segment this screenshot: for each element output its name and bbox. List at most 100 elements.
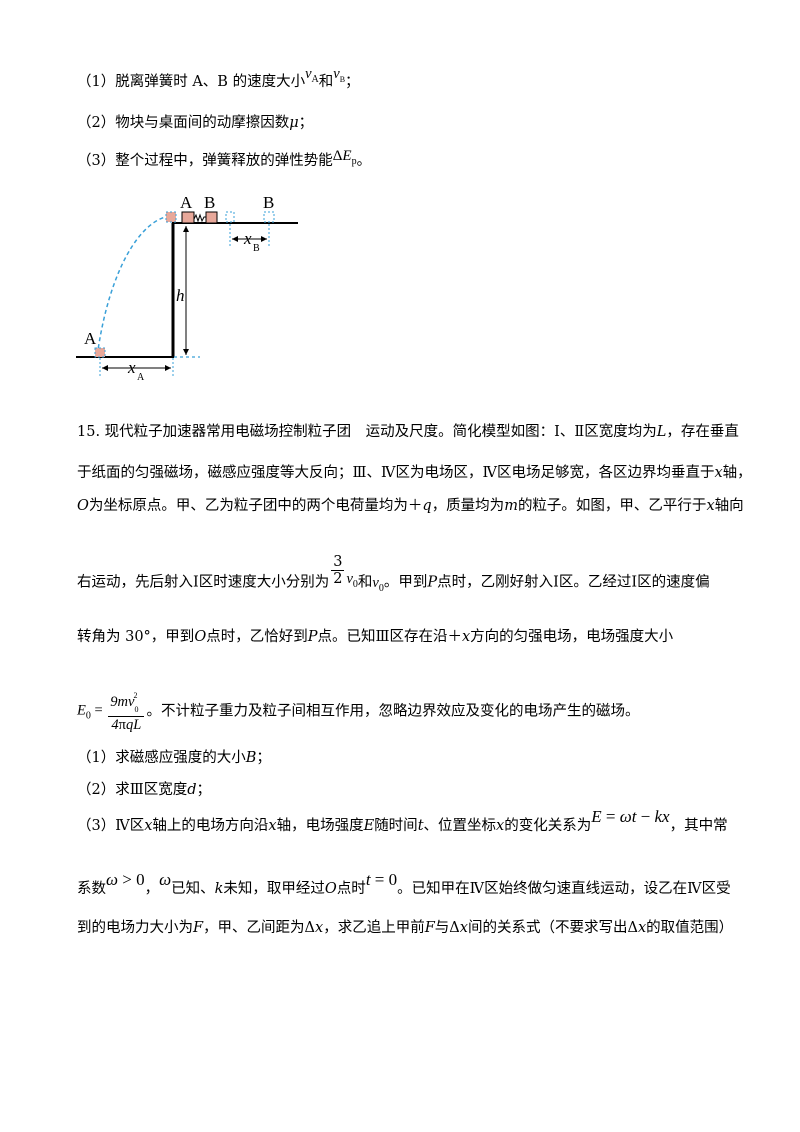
q15-line1-end: ，存在垂直 (666, 424, 739, 440)
q15-sub2: （2）求Ⅲ区宽度d； (77, 780, 211, 800)
label-A-top: A (180, 193, 193, 212)
q15-sub3-b: 轴，电场强度 (276, 818, 364, 834)
t-symbol: t (417, 818, 424, 834)
q15-sub5-e: 的取值范围） (646, 920, 734, 936)
block-A-initial-dashed (165, 211, 177, 223)
q15-sub4-mid: 已知、 (171, 881, 215, 897)
q15-sub5-c: 与Δ (434, 920, 460, 936)
P-symbol: P (427, 574, 438, 591)
q15-line5-mid: 点时，乙恰好到 (206, 629, 308, 645)
q15-sub5-a: ，甲、乙间距为Δ (203, 920, 316, 936)
q15-line5-tail: 方向的匀强电场，电场强度大小 (470, 629, 674, 645)
q15-line3-text: 为坐标原点。甲、乙为粒子团中的两个电荷量均为＋ (88, 498, 423, 514)
F-symbol: F (424, 920, 435, 936)
q-symbol: q (422, 498, 432, 514)
t-equals-zero: t = 0 (365, 870, 398, 889)
v0-symbol: v0 (346, 570, 358, 590)
fraction-numerator: 3 (331, 554, 345, 571)
q14-part1-and: 和 (318, 74, 334, 90)
vB-symbol: vB (333, 66, 346, 84)
m-symbol: m (504, 498, 518, 514)
trajectory-curve (97, 215, 171, 351)
E0-numerator: 9mv02 (108, 690, 145, 717)
label-xB-sub: B (253, 243, 260, 254)
q15-sub5-text: 到的电场力大小为 (77, 920, 193, 936)
q15-sub4-text: 系数 (77, 881, 106, 897)
label-xB: x (243, 229, 252, 248)
q15-sub4-b: 未知，取甲经过 (223, 881, 325, 897)
xA-arrow-right-head (165, 365, 171, 371)
O-symbol: O (194, 629, 207, 645)
fraction-denominator: 2 (333, 571, 343, 587)
q14-part1: （1）脱离弹簧时 A、B 的速度大小vA和vB； (77, 66, 360, 98)
x-symbol: x (496, 818, 505, 834)
label-xA: x (127, 358, 136, 377)
q15-sub3: （3）Ⅳ区x轴上的电场方向沿x轴，电场强度E随时间t、位置坐标x的变化关系为E … (77, 807, 728, 836)
label-A-bottom: A (84, 329, 97, 348)
q15-sub4-c: 点时 (336, 881, 366, 897)
E-symbol: E (363, 818, 375, 834)
q15-line4-and: 和 (357, 574, 373, 591)
spring (193, 213, 206, 223)
d-symbol: d (187, 782, 197, 798)
block-B-final-dashed (263, 211, 275, 223)
mu-symbol: μ (289, 115, 299, 131)
q15-line3: O为坐标原点。甲、乙为粒子团中的两个电荷量均为＋q，质量均为m的粒子。如图，甲、… (77, 496, 744, 516)
q14-part1-end: ； (345, 74, 360, 90)
omega-gt-zero: ω > 0 (106, 870, 145, 889)
x-symbol: x (461, 629, 471, 645)
q15-line5-end: 点。已知Ⅲ区存在沿＋ (317, 629, 462, 645)
x-symbol: x (268, 818, 277, 834)
label-xA-sub: A (137, 372, 145, 383)
q15-line2: 于纸面的匀强磁场，磁感应强度等大反向；Ⅲ、Ⅳ区为电场区，Ⅳ区电场足够宽，各区边界… (77, 463, 752, 483)
label-h: h (176, 286, 185, 305)
x-symbol: x (706, 498, 715, 514)
x-symbol: x (315, 920, 324, 936)
comma: ， (144, 881, 160, 897)
xA-arrow-left-head (102, 365, 108, 371)
q15-sub2-text: （2）求Ⅲ区宽度 (77, 782, 188, 798)
E0-denominator: 4πqL (111, 716, 142, 733)
q15-line3-mid: ，质量均为 (431, 498, 505, 514)
q15-sub4: 系数ω > 0，ω已知、k未知，取甲经过O点时t = 0。已知甲在Ⅳ区始终做匀速… (77, 870, 731, 899)
x-symbol: x (714, 465, 723, 481)
block-A (181, 211, 195, 224)
q15-sub5: 到的电场力大小为F，甲、乙间距为Δx，求乙追上甲前F与Δx间的关系式（不要求写出… (77, 918, 733, 938)
P-symbol: P (307, 629, 318, 645)
q15-line2-end: 轴， (722, 465, 752, 481)
q14-part3-text: （3）整个过程中，弹簧释放的弹性势能 (77, 153, 333, 169)
q15-sub5-d: 间的关系式（不要求写出Δ (467, 920, 638, 936)
q14-part2-text: （2）物块与桌面间的动摩擦因数 (77, 115, 290, 131)
q14-part3-end: 。 (356, 153, 372, 169)
q15-line1: 15. 现代粒子加速器常用电磁场控制粒子团 运动及尺度。简化模型如图：Ⅰ、Ⅱ区宽… (77, 422, 739, 442)
q14-part1-text: （1）脱离弹簧时 A、B 的速度大小 (77, 74, 306, 90)
q15-line6-end: 。不计粒子重力及粒子间相互作用，忽略边界效应及变化的电场产生的磁场。 (146, 703, 640, 720)
q15-sub3-text: （3）Ⅳ区 (77, 818, 145, 834)
q14-part2-end: ； (298, 115, 314, 131)
B-symbol: B (245, 750, 257, 766)
O-symbol: O (77, 498, 89, 514)
h-arrow-bottom-head (183, 349, 189, 355)
q15-sub3-c: 随时间 (374, 818, 418, 834)
q15-line3-end: 的粒子。如图，甲、乙平行于 (517, 498, 707, 514)
q14-part2: （2）物块与桌面间的动摩擦因数μ； (77, 113, 313, 133)
q15-line4-mid: 。甲到 (383, 574, 428, 591)
q15-line4-end: 点时，乙刚好射入Ⅰ区。乙经过Ⅰ区的速度偏 (437, 574, 710, 591)
L-symbol: L (656, 424, 667, 440)
q15-line3-tail: 轴向 (714, 498, 744, 514)
q15-sub1-end: ； (256, 750, 271, 766)
q15-sub3-a: 轴上的电场方向沿 (152, 818, 269, 834)
q15-line2-text: 于纸面的匀强磁场，磁感应强度等大反向；Ⅲ、Ⅳ区为电场区，Ⅳ区电场足够宽，各区边界… (77, 465, 715, 481)
q15-line4-text: 右运动，先后射入Ⅰ区时速度大小分别为 (77, 574, 330, 591)
h-arrow-top-head (183, 226, 189, 232)
q15-sub4-d: 。已知甲在Ⅳ区始终做匀速直线运动，设乙在Ⅳ区受 (397, 881, 731, 897)
xB-arrow-right-head (261, 236, 267, 242)
q15-sub3-e: 的变化关系为 (504, 818, 592, 834)
q15-line5: 转角为 30°，甲到O点时，乙恰好到P点。已知Ⅲ区存在沿＋x方向的匀强电场，电场… (77, 627, 673, 647)
v0-symbol-2: v0 (372, 574, 384, 594)
block-A-landed-dashed (94, 347, 106, 358)
